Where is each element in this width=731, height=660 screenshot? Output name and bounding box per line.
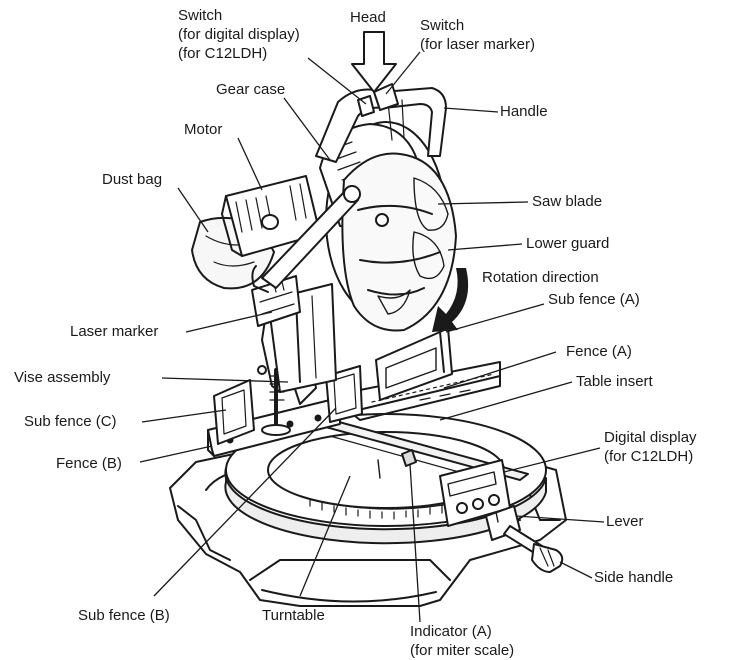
label-side-handle: Side handle: [594, 569, 674, 586]
label-sub-fence-b: Sub fence (B): [78, 607, 170, 624]
label-motor: Motor: [184, 121, 223, 138]
label-rotation-direction: Rotation direction: [482, 269, 599, 286]
indicator-a: [377, 449, 417, 479]
lower-guard: [341, 152, 457, 332]
label-table-insert: Table insert: [576, 373, 653, 390]
label-saw-blade: Saw blade: [532, 193, 603, 210]
label-fence-b: Fence (B): [56, 455, 122, 472]
leader-lines: [139, 51, 605, 623]
label-dust-bag: Dust bag: [102, 171, 163, 188]
label-lower-guard: Lower guard: [526, 235, 610, 252]
head-arrow: [351, 31, 397, 93]
label-fence-a: Fence (A): [566, 343, 632, 360]
drive-arm: [251, 185, 361, 293]
rotation-arrow: [432, 268, 469, 332]
label-digital-display: Digital display (for C12LDH): [604, 429, 697, 465]
label-head: Head: [350, 9, 386, 26]
label-laser-marker: Laser marker: [70, 323, 159, 340]
label-sub-fence-a: Sub fence (A): [548, 291, 640, 308]
side-handle: [503, 525, 564, 573]
label-indicator-a: Indicator (A) (for miter scale): [410, 623, 515, 659]
label-switch-laser: Switch (for laser marker): [420, 17, 536, 53]
sub-fence-a: [375, 327, 453, 401]
label-switch-display: Switch (for digital display) (for C12LDH…: [178, 7, 300, 62]
label-turntable: Turntable: [262, 607, 325, 624]
label-lever: Lever: [606, 513, 644, 530]
switch-laser: [373, 83, 399, 111]
sub-fence-c: [213, 379, 255, 445]
label-gear-case: Gear case: [216, 81, 286, 98]
label-vise-assembly: Vise assembly: [14, 369, 111, 386]
label-sub-fence-c: Sub fence (C): [24, 413, 117, 430]
label-handle: Handle: [500, 103, 548, 120]
